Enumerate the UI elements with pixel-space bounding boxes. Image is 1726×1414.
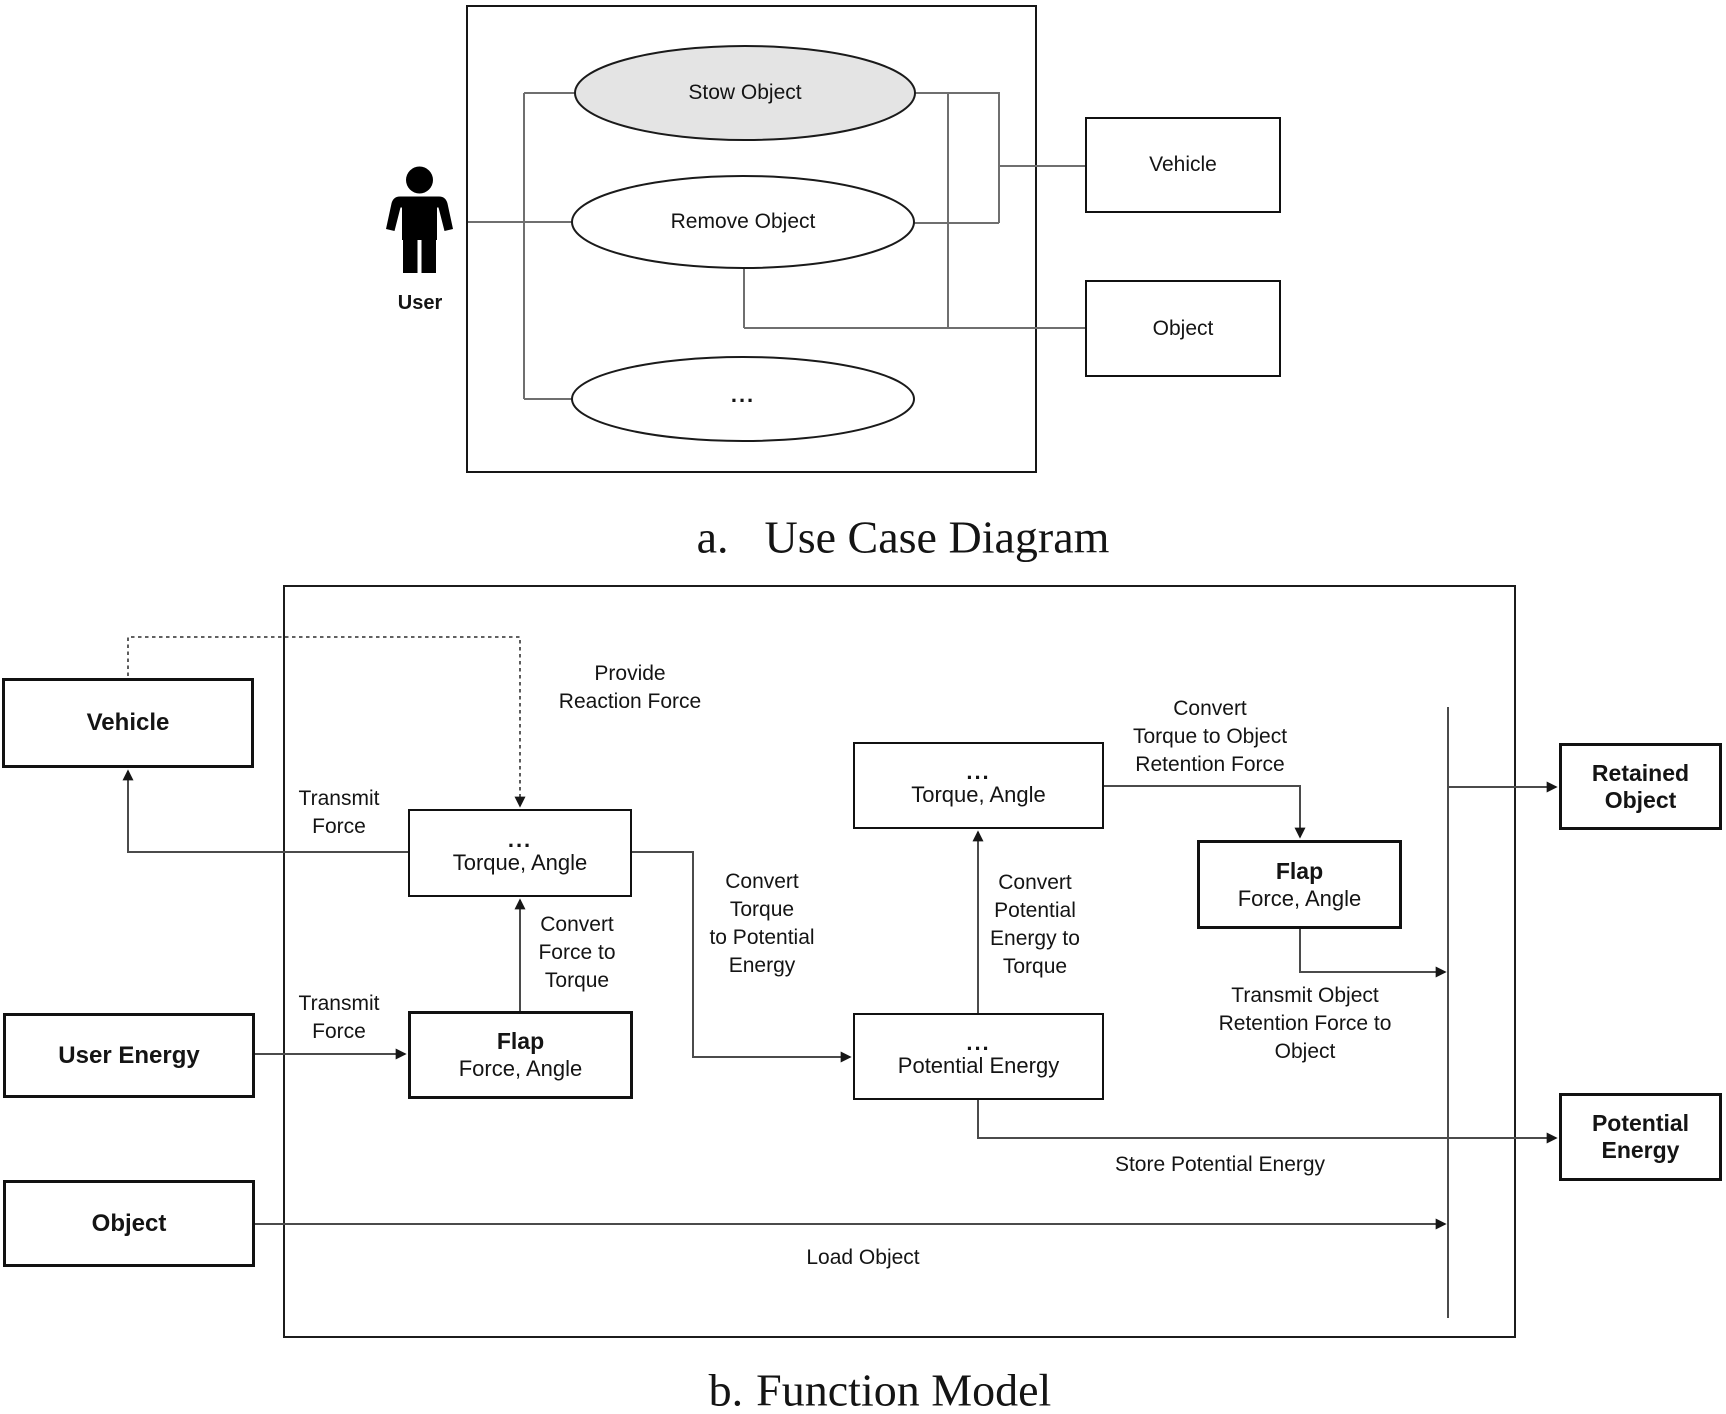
remove-object-label: Remove Object bbox=[670, 210, 816, 233]
fm-flap1-label: Force, Angle bbox=[458, 1056, 583, 1081]
convert-torque-to-retention-line bbox=[1104, 785, 1306, 839]
caption-use-case: a. Use Case Diagram bbox=[697, 511, 1110, 564]
uc-vehicle-label: Vehicle bbox=[1149, 153, 1217, 176]
transmit-force-label-1: Transmit Force bbox=[298, 787, 380, 838]
fm-flap1-box: Flap Force, Angle bbox=[408, 1011, 633, 1099]
fm-flap1-title: Flap bbox=[496, 1028, 545, 1054]
actor-user-label: User bbox=[397, 292, 443, 314]
fm-ext-object-box: Object bbox=[3, 1180, 255, 1267]
fm-torque1-dots: ... bbox=[507, 826, 533, 852]
use-case-boundary bbox=[466, 5, 1037, 473]
remove-object-ellipse bbox=[571, 175, 915, 269]
use-case-ellipses bbox=[571, 45, 916, 442]
fm-flap2-box: Flap Force, Angle bbox=[1197, 840, 1402, 929]
fm-torque1-label: Torque, Angle bbox=[452, 849, 588, 875]
convert-torque-to-pe-line bbox=[632, 851, 852, 1063]
fm-torque2-dots: ... bbox=[966, 759, 991, 784]
fm-ext-user-energy-label: User Energy bbox=[58, 1041, 200, 1069]
convert-torque-to-pe-label: Convert Torque to Potential Energy bbox=[709, 870, 815, 977]
caption-b-title: Function Model bbox=[756, 1364, 1052, 1414]
fm-ext-potential-energy-label: Potential Energy bbox=[1591, 1110, 1690, 1163]
store-potential-energy-label: Store Potential Energy bbox=[1114, 1153, 1326, 1176]
caption-a-prefix: a. bbox=[696, 511, 729, 563]
use-case-connectors bbox=[468, 92, 1085, 400]
caption-b-prefix: b. bbox=[708, 1364, 744, 1414]
stow-object-ellipse bbox=[574, 45, 916, 141]
fm-ext-object-label: Object bbox=[91, 1209, 167, 1237]
more-use-cases-ellipse bbox=[571, 356, 915, 442]
fm-ext-vehicle-label: Vehicle bbox=[86, 709, 170, 736]
convert-pe-to-torque-label: Convert Potential Energy to Torque bbox=[990, 871, 1080, 978]
uc-object-box: Object bbox=[1085, 280, 1281, 377]
fm-potential-energy-box: ... Potential Energy bbox=[853, 1013, 1104, 1100]
fm-pe-dots: ... bbox=[966, 1030, 991, 1055]
transmit-force-to-vehicle-line bbox=[122, 769, 408, 853]
fm-ext-vehicle-box: Vehicle bbox=[2, 678, 254, 768]
transmit-retention-force-line bbox=[1299, 929, 1447, 978]
uc-object-label: Object bbox=[1152, 316, 1214, 340]
more-use-cases-label: ... bbox=[730, 382, 756, 407]
fm-flap2-title: Flap bbox=[1275, 857, 1324, 884]
provide-reaction-force-label: Provide Reaction Force bbox=[558, 662, 702, 713]
fm-ext-potential-energy-box: Potential Energy bbox=[1559, 1093, 1722, 1181]
fm-flap2-label: Force, Angle bbox=[1237, 885, 1362, 911]
transmit-retention-force-label: Transmit Object Retention Force to Objec… bbox=[1218, 984, 1392, 1063]
store-potential-energy-line bbox=[977, 1100, 1558, 1144]
caption-function-model: b.Function Model bbox=[709, 1364, 1052, 1414]
fm-ext-user-energy-box: User Energy bbox=[3, 1013, 255, 1098]
convert-torque-to-retention-label: Convert Torque to Object Retention Force bbox=[1132, 697, 1288, 776]
actor-user-icon bbox=[386, 166, 453, 273]
caption-a-title: Use Case Diagram bbox=[764, 511, 1110, 563]
fm-ext-retained-object-box: Retained Object bbox=[1559, 743, 1722, 830]
transmit-force-label-2: Transmit Force bbox=[298, 992, 380, 1043]
fm-pe-label: Potential Energy bbox=[897, 1053, 1060, 1078]
function-model-boundary bbox=[283, 585, 1516, 1338]
fm-torque2-label: Torque, Angle bbox=[911, 782, 1046, 807]
fm-torque1-box: ... Torque, Angle bbox=[408, 809, 632, 897]
stow-object-label: Stow Object bbox=[688, 81, 802, 104]
load-object-label: Load Object bbox=[806, 1246, 920, 1269]
fm-ext-retained-object-label: Retained Object bbox=[1591, 759, 1690, 813]
function-model-connectors bbox=[122, 636, 1558, 1318]
convert-force-to-torque-label: Convert Force to Torque bbox=[538, 913, 616, 992]
fm-torque2-box: ... Torque, Angle bbox=[853, 742, 1104, 829]
uc-vehicle-box: Vehicle bbox=[1085, 117, 1281, 213]
